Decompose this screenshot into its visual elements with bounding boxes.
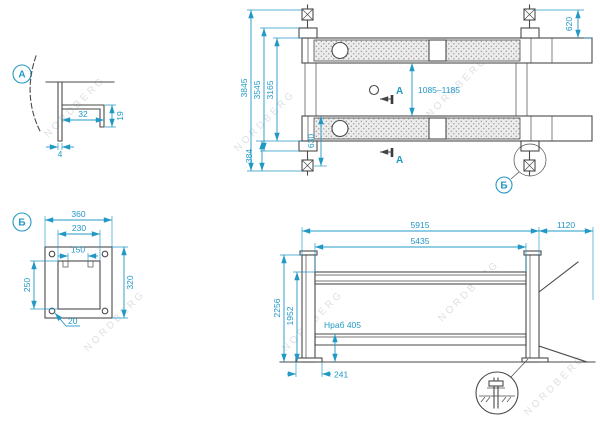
right-post <box>521 250 549 363</box>
dim-630: 630 <box>306 116 327 167</box>
detail-b-label: Б <box>500 181 507 192</box>
dim-150: 150 <box>58 245 98 261</box>
ramp-lowered <box>538 345 588 363</box>
detail-circle <box>475 371 519 415</box>
detail-b-view: Б 360 230 150 250 <box>12 209 135 327</box>
view-label-b-circle <box>12 212 32 232</box>
dim-5915: 5915 <box>301 220 540 255</box>
post-bottom-left <box>298 140 318 176</box>
section-label-top: А <box>396 86 403 97</box>
dim-4-label: 4 <box>58 149 63 159</box>
dim-19-label: 19 <box>115 111 125 121</box>
dim-230: 230 <box>57 223 101 261</box>
watermark-text: NORDBERG <box>42 75 108 141</box>
left-post <box>295 250 323 363</box>
dim-620: 620 <box>535 9 592 39</box>
dim-20-leader: 20 <box>54 312 80 327</box>
dim-19: 19 <box>105 104 125 128</box>
dim-32: 32 <box>62 109 104 123</box>
watermarks: NORDBERG NORDBERG NORDBERG NORDBERG NORD… <box>42 55 588 419</box>
dim-5435: 5435 <box>314 236 527 272</box>
dim-1952: 1952 <box>285 271 315 362</box>
dim-230-label: 230 <box>72 223 86 233</box>
post-top-left <box>298 4 318 39</box>
break-line <box>29 55 42 134</box>
dim-3545: 3545 <box>252 27 299 152</box>
center-hole <box>368 84 380 96</box>
dim-20-label: 20 <box>68 316 78 326</box>
dim-3545-label: 3545 <box>252 80 262 99</box>
watermark-text: NORDBERG <box>436 259 502 325</box>
platform-hole <box>331 119 349 138</box>
runway-lowered <box>314 333 527 346</box>
section-label-bottom: А <box>396 155 403 166</box>
tube-notch-left <box>62 260 69 268</box>
dim-3845: 3845 <box>239 9 302 172</box>
anchor-nut <box>488 380 504 387</box>
detail-b-callout: Б <box>495 143 547 194</box>
detail-label-circle <box>495 176 513 194</box>
view-label-a: А <box>18 70 25 81</box>
runway-raised <box>314 271 527 285</box>
dim-320-label: 320 <box>125 275 135 289</box>
dim-4: 4 <box>46 143 74 159</box>
dim-5915-label: 5915 <box>411 220 430 230</box>
dim-range-label: 1085–1185 <box>418 85 460 95</box>
side-view: 5915 1120 5435 2256 1952 Нраб 405 <box>272 220 596 415</box>
dim-620-label: 620 <box>564 17 574 31</box>
view-label-b: Б <box>18 218 25 229</box>
ramp-raised <box>538 261 579 293</box>
dim-360-label: 360 <box>71 209 85 219</box>
dim-3165-label: 3165 <box>265 80 275 99</box>
dim-360: 360 <box>44 209 113 247</box>
dim-384-label: 384 <box>244 149 254 163</box>
dim-2256-label: 2256 <box>272 298 282 317</box>
bottom-platform-surface <box>313 117 521 140</box>
base-plate-outline <box>44 246 113 319</box>
dim-32-label: 32 <box>78 109 88 119</box>
detail-a-view: А 32 19 4 <box>12 55 125 159</box>
dim-1120: 1120 <box>539 220 594 300</box>
detail-circle <box>513 143 547 177</box>
crossbeams <box>304 63 528 116</box>
post-bottom-right <box>520 140 540 176</box>
dim-630-label: 630 <box>306 134 316 148</box>
top-view: Б А А 620 3845 3545 3165 <box>239 4 593 194</box>
dim-241: 241 <box>287 362 348 380</box>
dim-working-height: Нраб 405 <box>324 320 361 362</box>
dim-3845-label: 3845 <box>239 78 249 97</box>
dim-track-range: 1085–1185 <box>409 63 460 116</box>
post-tube-section <box>57 260 101 310</box>
dim-1120-label: 1120 <box>557 220 576 230</box>
profile-outline <box>45 81 115 142</box>
dim-250: 250 <box>22 260 58 310</box>
platform-hole <box>331 41 349 60</box>
dim-150-label: 150 <box>71 245 85 255</box>
slide-plate <box>428 39 447 62</box>
dim-hrab-label: Нраб 405 <box>324 320 361 330</box>
dim-3165: 3165 <box>256 37 302 142</box>
section-a-marks: А А <box>380 86 403 166</box>
dim-1952-label: 1952 <box>285 306 295 325</box>
post-top-right <box>520 4 540 39</box>
dim-2256: 2256 <box>272 254 302 362</box>
dim-250-label: 250 <box>22 278 32 292</box>
dim-241-label: 241 <box>334 370 348 380</box>
anchor-detail-callout <box>475 358 529 415</box>
slide-plate <box>428 117 447 140</box>
tube-notch-right <box>87 260 94 268</box>
dim-5435-label: 5435 <box>411 236 430 246</box>
top-platform-surface <box>313 39 521 62</box>
anchor-holes <box>48 250 109 315</box>
dim-384: 384 <box>244 141 265 171</box>
dim-320: 320 <box>112 246 135 319</box>
